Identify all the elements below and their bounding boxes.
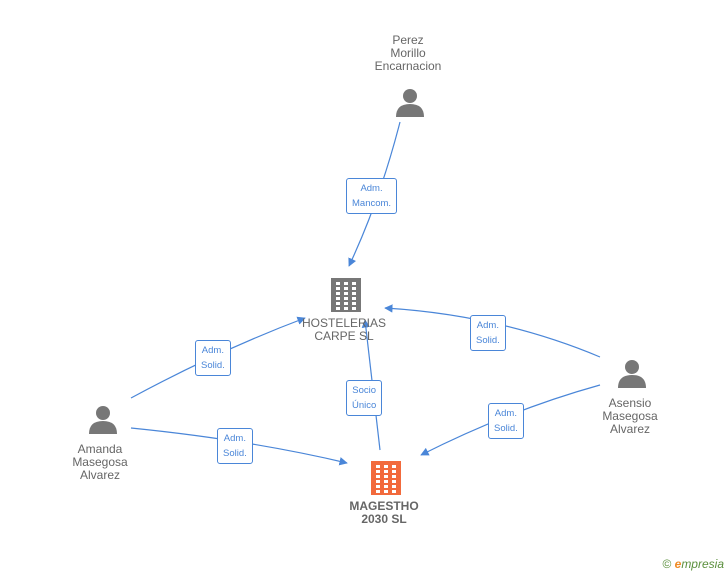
node-label-asensio[interactable]: Asensio Masegosa Alvarez bbox=[602, 396, 658, 436]
edge-label-magestho-hostelerias: Socio Único bbox=[346, 380, 383, 416]
edge-label-perez-hostelerias: Adm. Mancom. bbox=[346, 178, 398, 214]
person-icon-asensio[interactable] bbox=[618, 360, 646, 388]
copyright-footer: © empresia bbox=[662, 557, 724, 571]
person-icon-amanda[interactable] bbox=[89, 406, 117, 434]
copyright-icon: © bbox=[662, 557, 672, 571]
person-icon-perez[interactable] bbox=[396, 89, 424, 117]
brand-logo[interactable]: empresia bbox=[674, 557, 724, 571]
edge-label-asensio-magestho: Adm. Solid. bbox=[488, 403, 524, 439]
node-label-magestho[interactable]: MAGESTHO 2030 SL bbox=[349, 499, 419, 526]
node-label-perez[interactable]: Perez Morillo Encarnacion bbox=[374, 33, 442, 73]
edge-label-asensio-hostelerias: Adm. Solid. bbox=[470, 315, 506, 351]
edge-label-amanda-magestho: Adm. Solid. bbox=[217, 428, 253, 464]
building-icon-hostelerias[interactable] bbox=[331, 278, 361, 312]
edge-label-amanda-hostelerias: Adm. Solid. bbox=[195, 340, 231, 376]
building-icon-magestho[interactable] bbox=[371, 461, 401, 495]
node-label-amanda[interactable]: Amanda Masegosa Alvarez bbox=[72, 442, 128, 482]
node-label-hostelerias[interactable]: HOSTELERIAS CARPE SL bbox=[301, 316, 387, 343]
